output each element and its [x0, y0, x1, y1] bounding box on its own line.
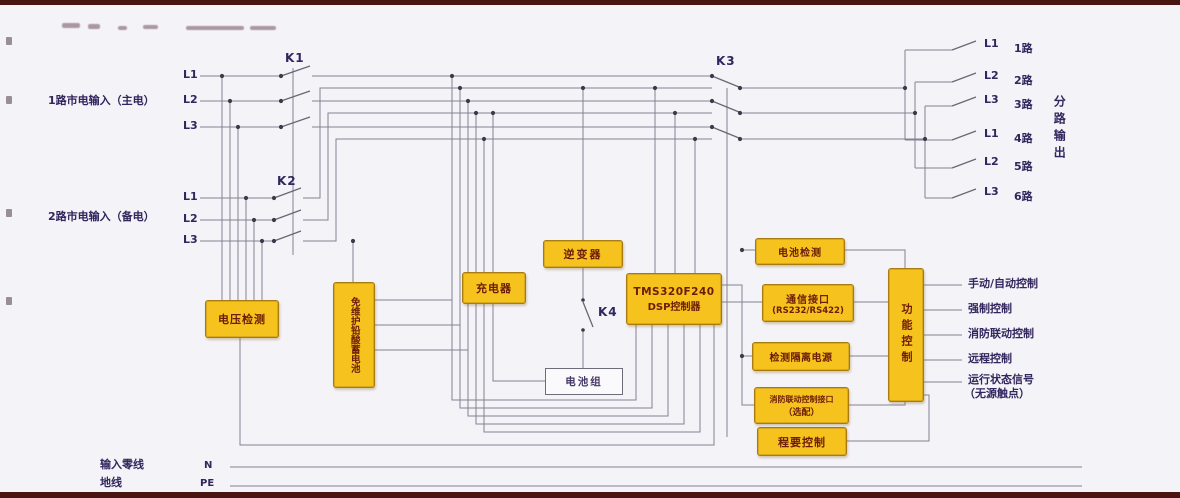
- branch-route-label: 3路: [1014, 98, 1033, 111]
- scan-artifact: [6, 37, 12, 45]
- block-battery-bank: 免维护铅 酸蓄电池: [333, 282, 375, 388]
- control-output-label-line2: （无源触点）: [964, 387, 1030, 400]
- battery-bank-col-right: 免维护铅: [348, 297, 360, 335]
- junction-dots: [219, 73, 928, 359]
- branch-phase-label: L3: [984, 93, 999, 106]
- phase-label-backup-l3: L3: [183, 233, 198, 246]
- block-charger: 充电器: [462, 272, 526, 304]
- scan-artifact: [6, 209, 12, 217]
- comm-port-standards: (RS232/RS422): [772, 305, 844, 316]
- ground-line-label: 地线: [100, 476, 122, 489]
- branch-phase-label: L1: [984, 127, 999, 140]
- phase-label-main-l3: L3: [183, 119, 198, 132]
- branch-output-group-label: 分路输出: [1052, 95, 1067, 163]
- control-output-label: 消防联动控制: [968, 327, 1034, 340]
- branch-route-label: 2路: [1014, 74, 1033, 87]
- faded-watermark-stroke: [62, 23, 80, 28]
- branch-phase-label: L2: [984, 69, 999, 82]
- branch-route-label: 6路: [1014, 190, 1033, 203]
- control-output-label: 强制控制: [968, 302, 1012, 315]
- control-output-label: 运行状态信号: [968, 373, 1034, 386]
- input-1-label: 1路市电输入（主电）: [48, 94, 155, 107]
- block-program-control: 程要控制: [757, 427, 847, 456]
- switch-blades: [273, 40, 977, 328]
- switch-k3-label: K3: [716, 54, 736, 68]
- control-output-label: 手动/自动控制: [968, 277, 1039, 290]
- phase-label-main-l1: L1: [183, 68, 198, 81]
- branch-phase-label: L3: [984, 185, 999, 198]
- faded-watermark-stroke: [143, 25, 158, 29]
- block-fire-linkage-interface: 消防联动控制接口 （选配）: [754, 387, 849, 424]
- block-battery-detection: 电池检测: [755, 238, 845, 265]
- scan-artifact: [6, 297, 12, 305]
- dsp-model-text: TMS320F240: [633, 285, 715, 298]
- scan-artifact: [6, 96, 12, 104]
- fire-linkage-optional: （选配）: [783, 407, 820, 418]
- faded-watermark-stroke: [186, 26, 244, 30]
- ground-symbol: PE: [200, 478, 215, 489]
- block-inverter: 逆变器: [543, 240, 623, 268]
- branch-phase-label: L2: [984, 155, 999, 168]
- faded-watermark-stroke: [118, 26, 127, 30]
- block-dsp-controller: TMS320F240 DSP控制器: [626, 273, 722, 325]
- block-comm-port: 通信接口 (RS232/RS422): [762, 284, 854, 322]
- battery-bank-col-left: 酸蓄电池: [348, 335, 360, 373]
- block-voltage-detection: 电压检测: [205, 300, 279, 338]
- switch-k2-label: K2: [277, 174, 297, 188]
- block-battery-pack: 电池组: [545, 368, 623, 395]
- switch-k1-label: K1: [285, 51, 305, 65]
- dsp-name-text: DSP控制器: [647, 301, 701, 313]
- branch-route-label: 1路: [1014, 42, 1033, 55]
- branch-route-label: 4路: [1014, 132, 1033, 145]
- block-isolated-supply: 检测隔离电源: [752, 342, 850, 371]
- phase-label-backup-l1: L1: [183, 190, 198, 203]
- faded-watermark-stroke: [250, 26, 276, 30]
- faded-watermark-stroke: [88, 24, 100, 29]
- fire-linkage-title: 消防联动控制接口: [769, 394, 834, 404]
- bottom-edge-bar: [0, 492, 1180, 498]
- phase-label-backup-l2: L2: [183, 212, 198, 225]
- input-2-label: 2路市电输入（备电）: [48, 210, 155, 223]
- block-function-control: 功能控制: [888, 268, 924, 402]
- branch-route-label: 5路: [1014, 160, 1033, 173]
- neutral-line-label: 输入零线: [100, 458, 144, 471]
- wires: [200, 49, 1082, 487]
- top-edge-bar: [0, 0, 1180, 5]
- neutral-symbol: N: [204, 460, 213, 471]
- comm-port-title: 通信接口: [786, 294, 830, 306]
- control-output-label: 远程控制: [968, 352, 1012, 365]
- phase-label-main-l2: L2: [183, 93, 198, 106]
- switch-k4-label: K4: [598, 305, 618, 319]
- branch-phase-label: L1: [984, 37, 999, 50]
